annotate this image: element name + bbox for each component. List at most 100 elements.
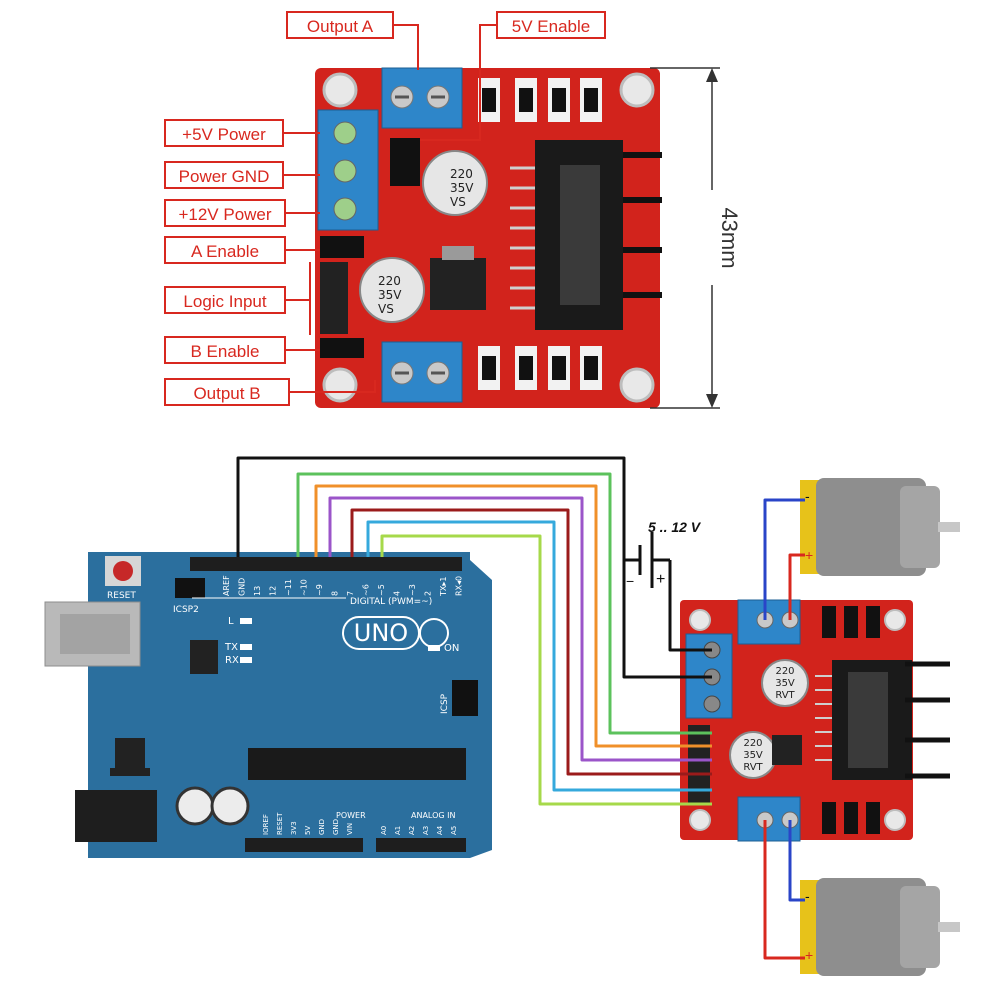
battery-symbol: 5 .. 12 V − + (626, 519, 702, 589)
l298n-module-wired: 220 35V RVT 220 35V RVT (680, 599, 950, 842)
motor-bottom-minus: - (805, 888, 810, 904)
power-jack (75, 790, 157, 842)
logic-header (320, 236, 364, 358)
pin-label: 12 (269, 586, 278, 596)
icsp-header (452, 680, 478, 716)
wire-darkred (350, 508, 712, 776)
pin-label: A3 (422, 826, 430, 835)
pin-label: VIN (346, 823, 354, 835)
motor-bottom: - + (800, 878, 960, 976)
wire-motor-top-blue (763, 498, 805, 620)
cap-top-line2: 35V (450, 181, 474, 195)
analog-header-label: ANALOG IN (411, 811, 456, 820)
capacitor-top: 220 35V VS (422, 150, 488, 216)
label-output-a: Output A (286, 11, 394, 39)
output-b-terminal (381, 341, 463, 403)
cap-top-line3: VS (450, 195, 466, 209)
wire-purple (328, 496, 712, 762)
l298n-module-top: 220 35V VS 220 35V VS (284, 24, 742, 409)
label-5v-enable: 5V Enable (496, 11, 606, 39)
power-pin-labels: IOREF RESET 3V3 5V GND GND VIN (262, 812, 354, 835)
power-header-label: POWER (336, 811, 366, 820)
atmega-chip (248, 748, 466, 780)
cap-bottom-line3: VS (378, 302, 394, 316)
diodes-top (478, 78, 602, 122)
pin-label: ~9 (315, 584, 324, 596)
pin-label: TX▸1 (439, 577, 448, 597)
wire-gnd (236, 456, 712, 679)
supply-minus: − (626, 573, 634, 589)
label-plus5v-power: +5V Power (164, 119, 284, 147)
drv-cap2-line3: RVT (743, 762, 763, 773)
usb-chip (190, 640, 218, 674)
pin-label: ~11 (284, 579, 293, 596)
l298n-chip (510, 140, 662, 330)
pin-label: 4 (393, 591, 402, 596)
drv-cap1-line2: 35V (775, 678, 795, 689)
led-rx-label: RX (225, 655, 239, 666)
label-power-gnd: Power GND (164, 161, 284, 189)
label-plus12v-power: +12V Power (164, 199, 286, 227)
power-terminal (317, 109, 379, 231)
pin-label: GND (318, 819, 326, 835)
diodes-bottom (478, 346, 602, 390)
voltage-regulator-uno (115, 738, 145, 768)
pin-label: A1 (394, 826, 402, 835)
pin-label: IOREF (262, 814, 270, 835)
icsp2-label: ICSP2 (173, 605, 199, 615)
drv-cap2-line1: 220 (743, 738, 762, 749)
pin-label: A0 (380, 826, 388, 835)
pin-label: 13 (253, 586, 262, 596)
wire-orange (314, 484, 712, 748)
capacitor-bottom: 220 35V VS (359, 257, 425, 323)
reset-label: RESET (107, 591, 136, 601)
pin-label: 3V3 (290, 821, 298, 835)
uno-logo: UNO (342, 616, 450, 650)
drv-cap2-line2: 35V (743, 750, 763, 761)
label-output-b: Output B (164, 378, 290, 406)
voltage-regulator (430, 258, 486, 310)
pin-label: A4 (436, 825, 444, 835)
power-header (245, 838, 363, 852)
cap-bottom-line2: 35V (378, 288, 402, 302)
wire-cyan (366, 520, 712, 792)
analog-header (376, 838, 466, 852)
digital-header (190, 557, 462, 571)
drv-cap1-line1: 220 (775, 666, 794, 677)
pin-label: RESET (276, 812, 284, 835)
pin-label: ~3 (408, 584, 417, 596)
output-a-terminal (381, 67, 463, 129)
pin-label: A2 (408, 826, 416, 835)
label-a-enable: A Enable (164, 236, 286, 264)
led-tx-label: TX (224, 642, 238, 653)
pin-label: ~6 (362, 584, 371, 596)
supply-label: 5 .. 12 V (648, 519, 702, 535)
pin-label: ~10 (300, 579, 309, 596)
pin-label: AREF (222, 575, 231, 596)
led-on-label: ON (444, 643, 459, 654)
pin-label: RX◂0 (455, 576, 464, 596)
pin-label: ~5 (377, 584, 386, 596)
motor-top-minus: - (805, 488, 810, 504)
wire-motor-bottom-blue (788, 820, 805, 902)
icsp-label: ICSP (440, 693, 450, 714)
pin-label: GND (238, 578, 247, 596)
supply-plus: + (656, 571, 665, 588)
cap-bottom-line1: 220 (378, 274, 401, 288)
five-v-enable-jumper (390, 138, 420, 186)
motor-bottom-plus: + (805, 947, 813, 963)
pin-label: 8 (331, 591, 340, 596)
drv-cap1-line3: RVT (775, 690, 795, 701)
pin-label: 5V (304, 826, 312, 835)
dimension-label: 43mm (717, 207, 742, 268)
wires (236, 456, 805, 960)
wire-motor-top-red (788, 553, 805, 620)
digital-header-label: DIGITAL (PWM=~) (350, 597, 432, 607)
wire-green (296, 472, 712, 735)
label-logic-input: Logic Input (164, 286, 286, 314)
pin-label: GND (332, 819, 340, 835)
